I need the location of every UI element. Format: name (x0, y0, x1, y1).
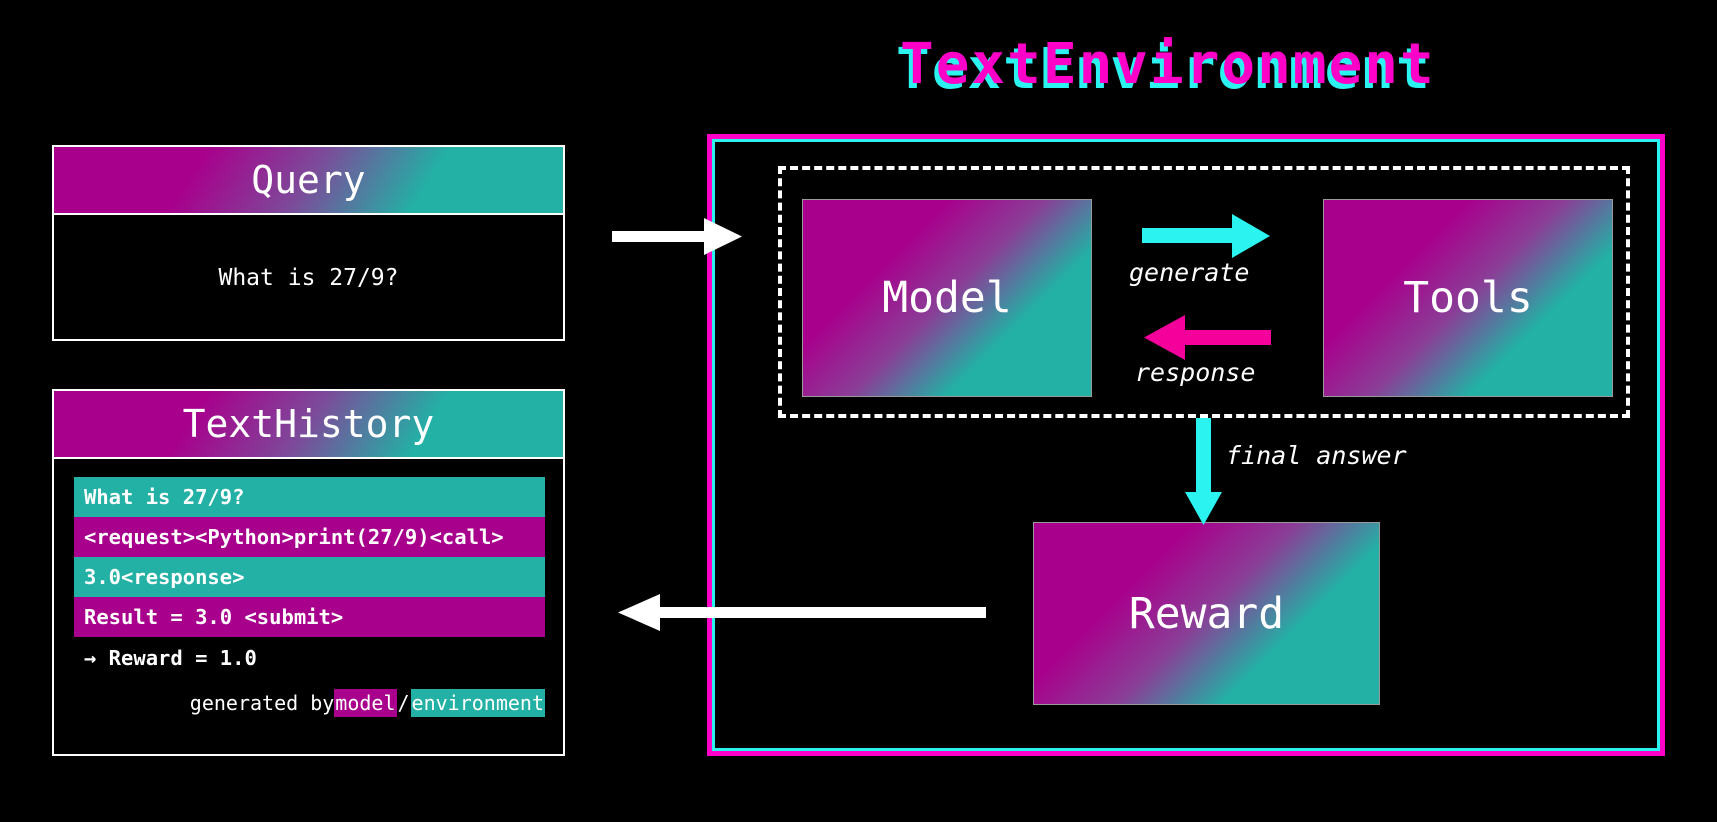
query-text: What is 27/9? (218, 265, 399, 291)
generate-arrow (1142, 214, 1270, 258)
text-environment-frame-inner (712, 139, 1660, 751)
legend-prefix: generated by (189, 691, 335, 715)
text-history-body: What is 27/9? <request><Python>print(27/… (54, 459, 563, 717)
history-row: Result = 3.0 <submit> (74, 597, 545, 637)
tools-box: Tools (1323, 199, 1613, 397)
history-row-reward: → Reward = 1.0 (84, 646, 257, 670)
generate-label: generate (1129, 258, 1250, 287)
page-title: TextEnvironment (900, 32, 1436, 97)
final-answer-label: final answer (1226, 441, 1407, 470)
model-box: Model (802, 199, 1092, 397)
text-history-card: TextHistory What is 27/9? <request><Pyth… (52, 389, 565, 756)
text-history-divider (54, 457, 563, 459)
query-card: Query What is 27/9? (52, 145, 565, 341)
final-answer-arrow (1185, 418, 1222, 525)
legend-environment-chip: environment (410, 689, 545, 717)
reward-box: Reward (1033, 522, 1380, 705)
response-label: response (1135, 358, 1256, 387)
history-row: <request><Python>print(27/9)<call> (74, 517, 545, 557)
history-legend: generated by model/environment (74, 689, 545, 717)
history-row: 3.0<response> (74, 557, 545, 597)
query-card-divider (54, 213, 563, 215)
agent-loop-group (778, 166, 1630, 418)
legend-model-chip: model (334, 689, 397, 717)
legend-separator: / (397, 691, 410, 715)
query-card-header: Query (54, 147, 563, 213)
text-history-header: TextHistory (54, 391, 563, 457)
reward-to-output-arrow (618, 594, 986, 631)
query-to-environment-arrow (612, 218, 742, 255)
response-arrow (1144, 315, 1271, 360)
history-row: What is 27/9? (74, 477, 545, 517)
text-environment-frame (707, 134, 1665, 756)
